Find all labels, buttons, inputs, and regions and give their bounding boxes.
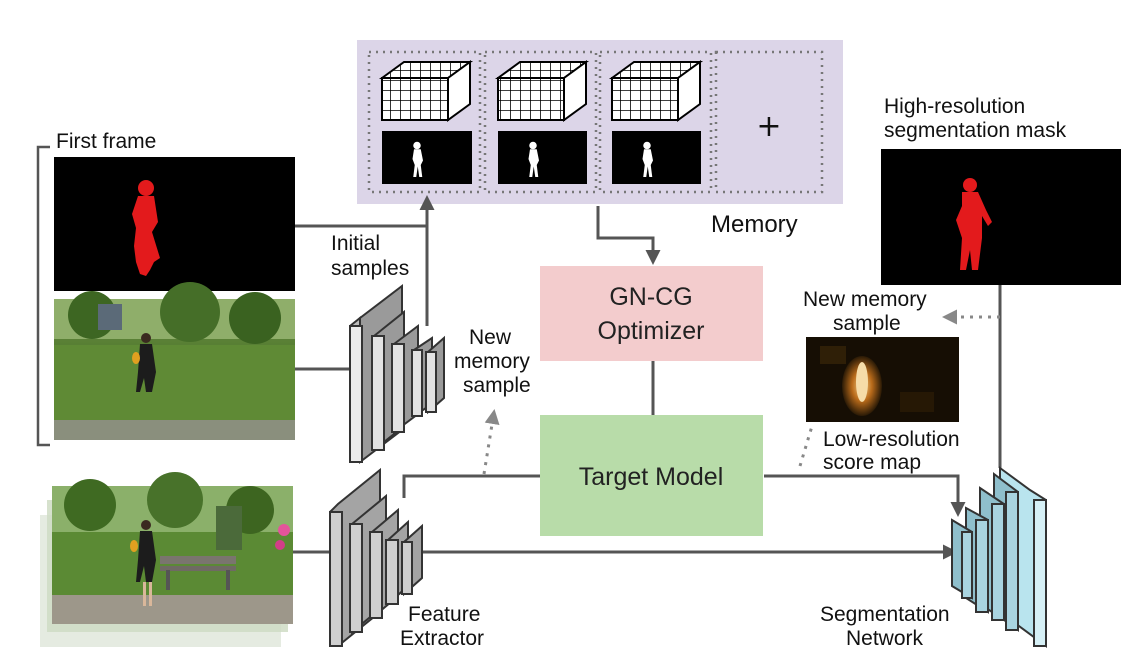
segmentation-network-label-line1: Segmentation [820, 603, 950, 626]
current-frame-stack [40, 472, 293, 647]
feature-cube-icon [378, 60, 474, 122]
segmentation-network [951, 466, 1047, 648]
feature-extractor-label-line1: Feature [408, 603, 480, 626]
dotted-connector [798, 425, 814, 467]
optimizer-label-line2: Optimizer [598, 317, 705, 345]
target-model-label: Target Model [579, 463, 724, 491]
low-res-label-line2: score map [823, 451, 921, 474]
memory-mask-thumbnail [612, 131, 701, 184]
feature-extractor-current [329, 467, 423, 647]
connector-line [596, 206, 661, 265]
memory-mask-thumbnail [382, 131, 472, 184]
add-memory-icon: + [756, 109, 781, 144]
memory-mask-thumbnail [498, 131, 587, 184]
connector-line [764, 474, 966, 517]
high-resolution-mask [881, 149, 1121, 285]
new-memory-sample-right-line2: sample [833, 312, 901, 335]
new-memory-sample-right-line1: New memory [803, 288, 927, 311]
high-res-label-line2: segmentation mask [884, 119, 1067, 142]
first-frame-mask [54, 157, 295, 291]
new-memory-sample-left-line2: memory [454, 350, 530, 373]
feature-cube-icon [494, 60, 590, 122]
low-res-label-line1: Low-resolution [823, 428, 960, 451]
feature-cube-icon [608, 60, 704, 122]
memory-slot-empty [714, 50, 824, 194]
memory-label: Memory [711, 211, 798, 238]
feature-extractor-initial [349, 283, 445, 465]
target-model-box [540, 415, 763, 536]
dotted-connector [482, 409, 500, 475]
first-frame-image [54, 282, 295, 440]
high-res-label-line1: High-resolution [884, 95, 1025, 118]
first-frame-bracket [36, 145, 50, 447]
initial-samples-line1: Initial [331, 232, 380, 255]
feature-extractor-label-line2: Extractor [400, 627, 484, 650]
initial-samples-line2: samples [331, 257, 409, 280]
connector-line [402, 474, 540, 498]
new-memory-sample-left-line3: sample [463, 374, 531, 397]
low-resolution-score-map [806, 337, 959, 422]
first-frame-label: First frame [56, 130, 156, 153]
segmentation-network-label-line2: Network [846, 627, 924, 650]
new-memory-sample-left-line1: New [469, 326, 512, 349]
optimizer-label-line1: GN-CG [609, 283, 692, 311]
optimizer-box [540, 266, 763, 361]
